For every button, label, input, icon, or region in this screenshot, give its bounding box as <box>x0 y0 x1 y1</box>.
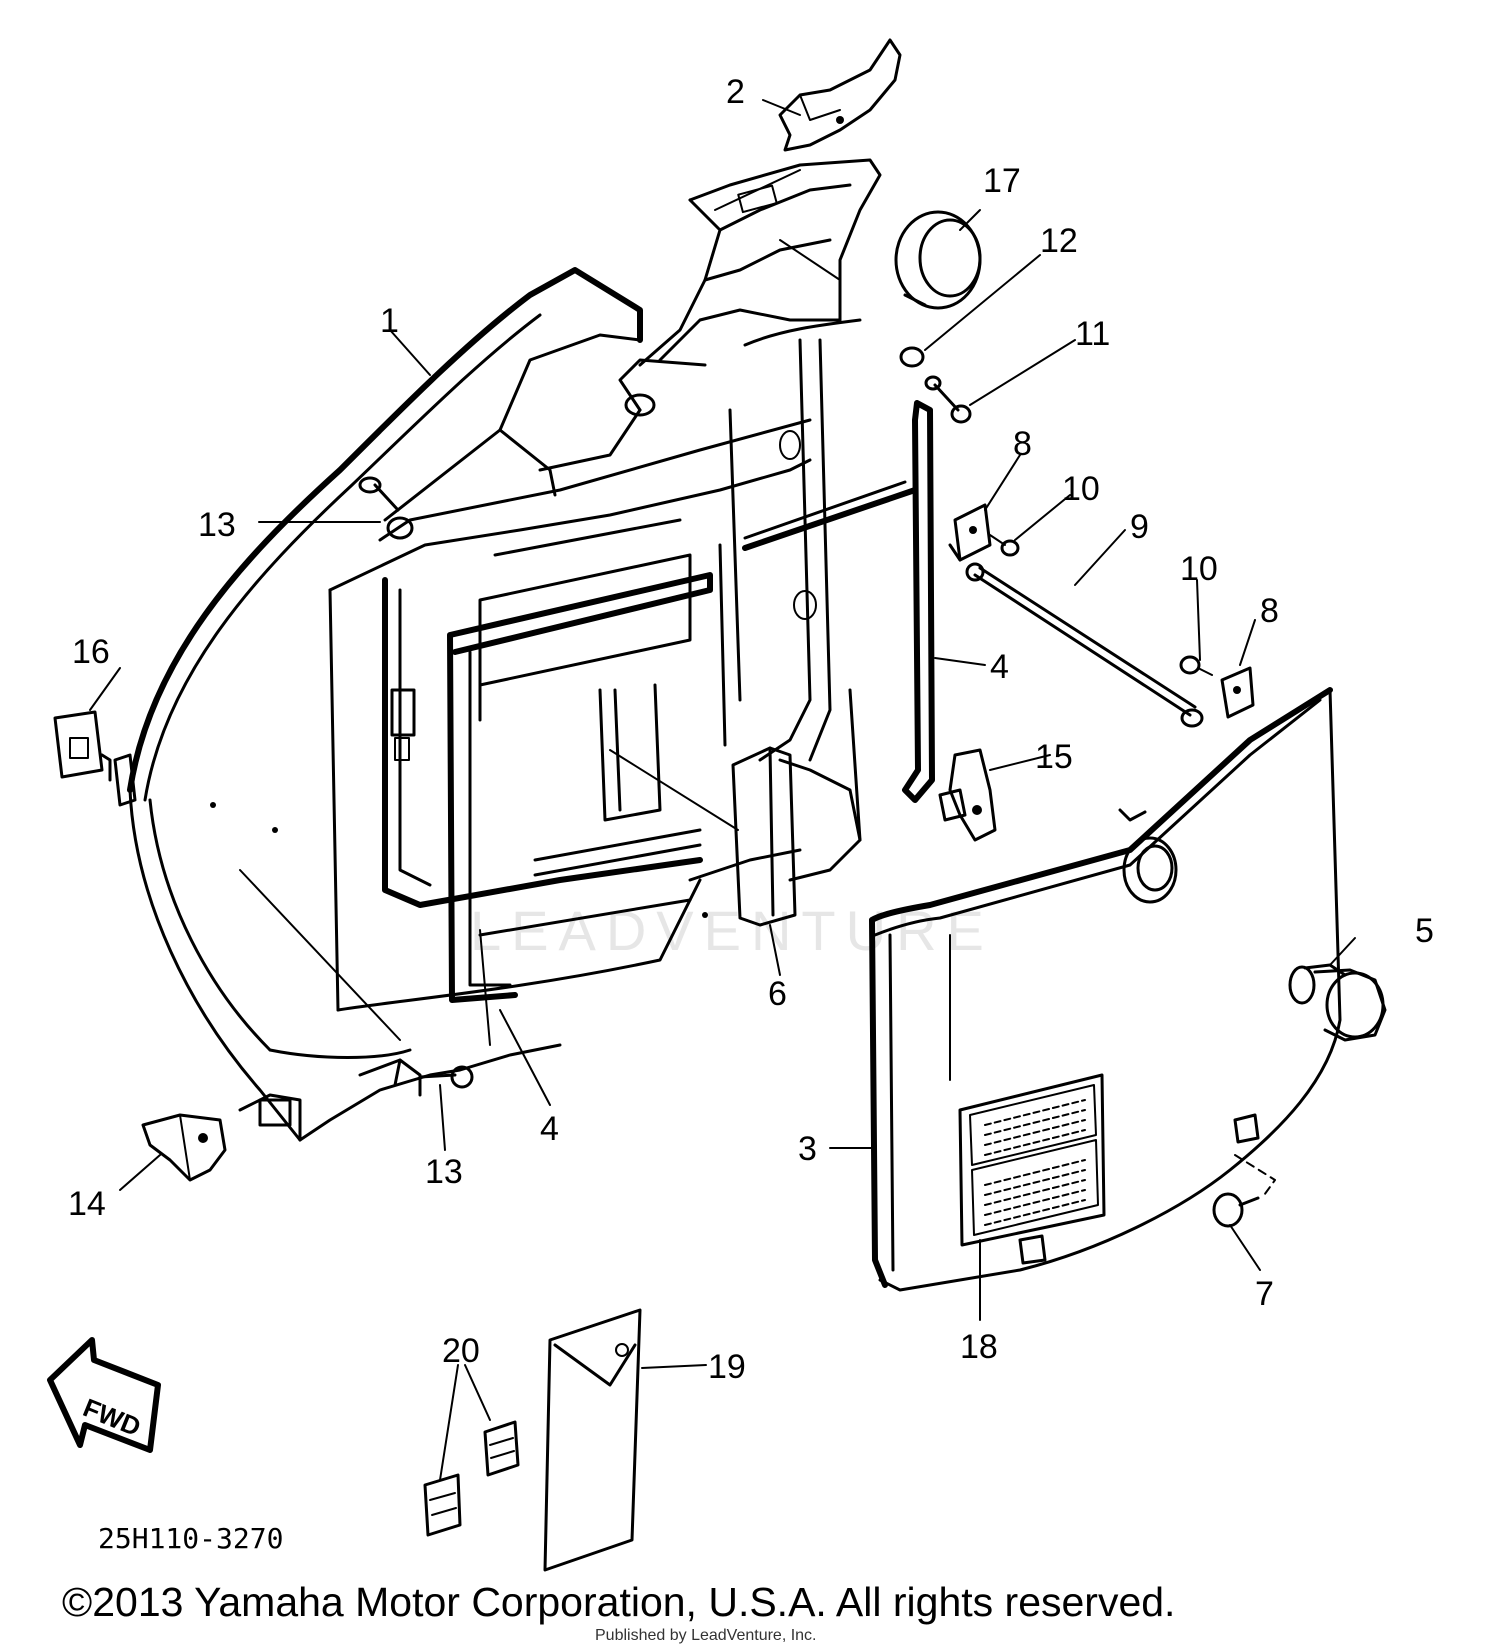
callout-10-upper: 10 <box>1062 470 1100 508</box>
part-6-handle <box>609 746 797 927</box>
diagram-code: 25H110-3270 <box>98 1522 283 1555</box>
part-17-grommet <box>894 210 982 310</box>
callout-6: 6 <box>768 975 787 1013</box>
part-4-seal-left <box>447 572 713 1003</box>
part-8-bracket-upper <box>948 503 992 562</box>
part-10-screw-lower <box>1179 655 1213 676</box>
callout-19: 19 <box>708 1348 746 1386</box>
callout-3: 3 <box>798 1130 817 1168</box>
callouts: 1 2 17 12 11 13 8 10 9 10 8 16 4 15 5 6 … <box>68 73 1434 1386</box>
part-9-rod <box>965 562 1204 728</box>
callout-15: 15 <box>1035 738 1073 776</box>
callout-4-left: 4 <box>540 1110 559 1148</box>
part-14-hinge <box>141 1113 227 1182</box>
part-4-seal-right <box>742 400 935 803</box>
part-15-latch <box>938 748 997 842</box>
callout-17: 17 <box>983 162 1021 200</box>
part-20-clips <box>423 1420 520 1537</box>
callout-7: 7 <box>1255 1275 1274 1313</box>
part-3-door-panel <box>869 687 1342 1292</box>
callout-20: 20 <box>442 1332 480 1370</box>
callout-9: 9 <box>1130 508 1149 546</box>
callout-8-upper: 8 <box>1013 425 1032 463</box>
part-11-bolt <box>924 375 972 424</box>
part-12-nut <box>899 346 925 368</box>
part-2-trim-piece <box>778 38 902 152</box>
callout-5: 5 <box>1415 912 1434 950</box>
callout-4-right: 4 <box>990 648 1009 686</box>
part-1-cover-body <box>127 158 882 1142</box>
callout-11: 11 <box>1075 315 1110 353</box>
copyright-notice: ©2013 Yamaha Motor Corporation, U.S.A. A… <box>62 1579 1175 1625</box>
callout-13-upper: 13 <box>198 506 236 544</box>
part-10-screw-upper <box>989 534 1020 557</box>
leader-lines <box>89 99 1356 1481</box>
callout-18: 18 <box>960 1328 998 1366</box>
part-19-pouch <box>543 1308 642 1572</box>
callout-8-lower: 8 <box>1260 592 1279 630</box>
fwd-arrow-icon: FWD <box>47 1337 161 1453</box>
callout-10-lower: 10 <box>1180 550 1218 588</box>
part-18-label <box>958 1073 1106 1247</box>
callout-16: 16 <box>72 633 110 671</box>
part-5-knob <box>1288 963 1387 1042</box>
part-16-clip <box>53 710 137 807</box>
part-7-screw <box>1212 1154 1276 1228</box>
callout-14: 14 <box>68 1185 106 1223</box>
callout-2: 2 <box>726 73 745 111</box>
part-13-screw-upper <box>358 476 414 540</box>
publisher-overlay: Published by LeadVenture, Inc. <box>595 1627 817 1644</box>
part-8-bracket-lower <box>1220 666 1255 719</box>
callout-13-lower: 13 <box>425 1153 463 1191</box>
callout-1: 1 <box>380 302 399 340</box>
callout-12: 12 <box>1040 222 1078 260</box>
part-13-screw-lower <box>418 1065 474 1089</box>
